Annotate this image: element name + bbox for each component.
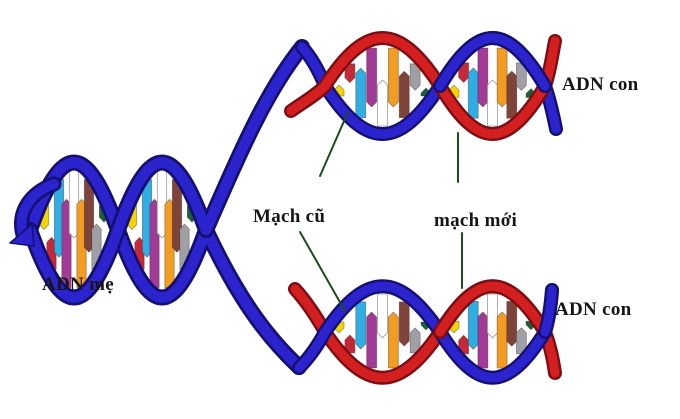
old-strand-label: Mạch cũ (253, 206, 326, 227)
old-strand-pointer-top (319, 111, 349, 177)
new-strand-label: mạch mới (434, 210, 518, 231)
daughter-dna-bottom-helix (288, 279, 562, 385)
daughter-dna-top-label: ADN con (562, 74, 639, 95)
old-strand-pointer-bottom (299, 231, 346, 312)
parent-dna-helix (9, 39, 310, 375)
daughter-dna-top-helix (284, 31, 563, 141)
parent-dna-label: ADN mẹ (42, 274, 114, 295)
annotation-lines (299, 111, 463, 312)
daughter-dna-bottom-label: ADN con (555, 299, 632, 320)
